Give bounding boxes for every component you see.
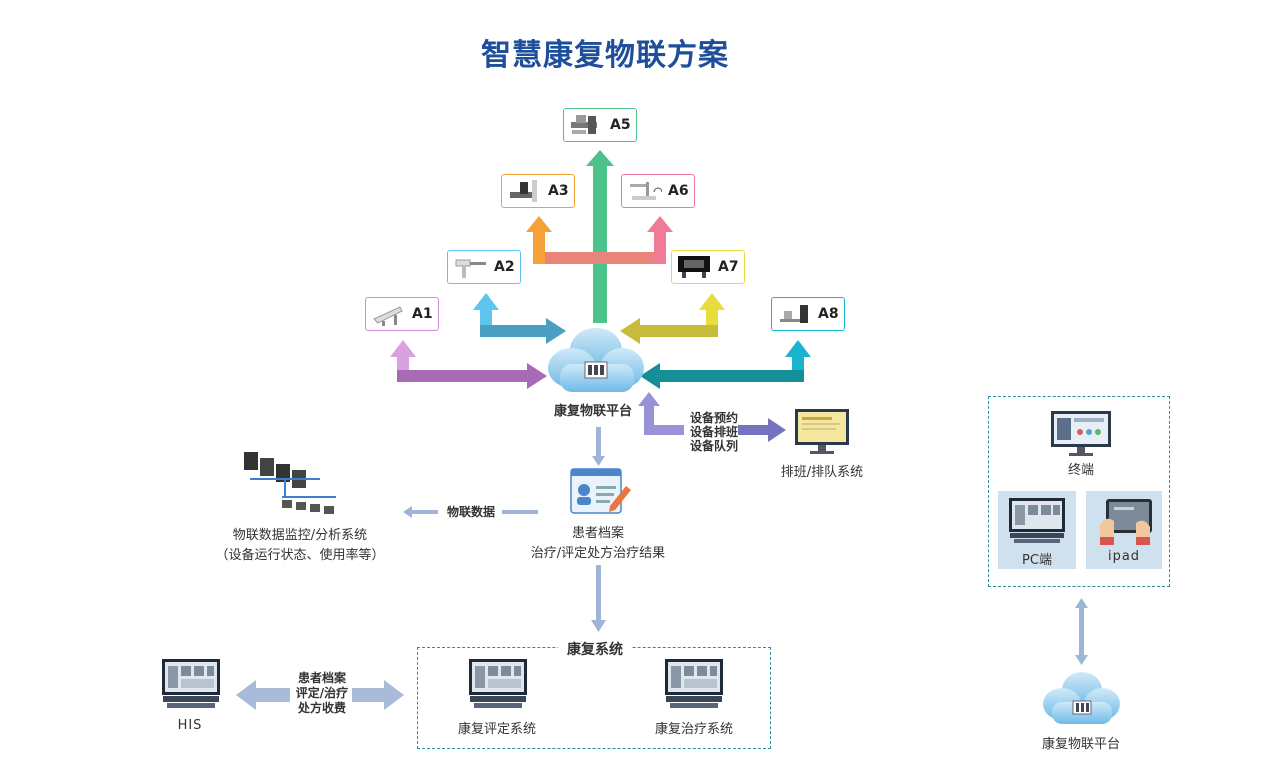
pc-tile[interactable]: PC端	[998, 491, 1076, 569]
schedule-system-label: 排班/排队系统	[780, 465, 864, 480]
tablet-icon	[1100, 499, 1152, 545]
computer-icon	[1009, 498, 1065, 543]
patient-archive-icon	[570, 468, 631, 514]
terminal-monitor-icon	[1051, 411, 1111, 456]
monitor-icon	[795, 409, 849, 454]
schedule-item-shift: 设备排班	[689, 425, 738, 439]
device-label: A5	[610, 117, 631, 133]
cloud-platform-icon	[1043, 672, 1120, 724]
device-a6[interactable]: A6	[621, 174, 695, 208]
device-label: A3	[548, 183, 569, 199]
computer-icon	[469, 659, 527, 708]
archive-title: 患者档案	[571, 526, 624, 541]
his-label: HIS	[177, 718, 203, 733]
his-flow-eval: 评定/治疗	[295, 686, 349, 700]
device-a2[interactable]: A2	[447, 250, 521, 284]
device-a3[interactable]: A3	[501, 174, 575, 208]
his-flow-archive: 患者档案	[297, 671, 346, 685]
arrow-a5	[586, 150, 614, 323]
arrow-his-rehab	[236, 680, 404, 710]
terminal-label: 终端	[1067, 463, 1094, 478]
ipad-tile[interactable]: ipad	[1086, 491, 1162, 569]
arrow-a7	[620, 293, 725, 344]
device-a5[interactable]: A5	[563, 108, 637, 142]
his-flow-fee: 处方收费	[297, 701, 346, 715]
arrow-terminal-platform	[1075, 598, 1088, 665]
page-title: 智慧康复物联方案	[481, 38, 729, 73]
iot-data-arrow-label: 物联数据	[446, 505, 495, 519]
network-servers-icon	[244, 452, 336, 514]
rehab-device-icon	[676, 254, 712, 280]
arrow-a1	[390, 340, 547, 389]
platform-label: 康复物联平台	[553, 404, 632, 419]
arrow-a8	[640, 340, 811, 389]
device-label: A8	[818, 306, 839, 322]
rehab-device-icon	[452, 254, 488, 280]
arrow-platform-archive	[592, 427, 605, 466]
computer-icon	[162, 659, 220, 708]
pc-label: PC端	[1022, 553, 1052, 568]
device-label: A6	[668, 183, 689, 199]
iot-monitor-subtitle: （设备运行状态、使用率等）	[215, 548, 385, 563]
rehab-device-icon	[506, 178, 542, 204]
rehab-eval-label: 康复评定系统	[457, 722, 536, 737]
cloud-platform-icon	[548, 328, 644, 392]
rehab-device-icon	[568, 112, 604, 138]
ipad-label: ipad	[1107, 549, 1141, 564]
device-a1[interactable]: A1	[365, 297, 439, 331]
rehab-treat-label: 康复治疗系统	[654, 722, 733, 737]
schedule-items: 设备预约 设备排班 设备队列	[686, 411, 742, 453]
archive-subtitle: 治疗/评定处方治疗结果	[530, 546, 666, 561]
schedule-item-reserve: 设备预约	[689, 411, 738, 425]
device-label: A7	[718, 259, 739, 275]
device-a8[interactable]: A8	[771, 297, 845, 331]
arrow-a3-a6	[526, 216, 673, 264]
device-label: A2	[494, 259, 515, 275]
computer-icon	[665, 659, 723, 708]
his-flow-labels: 患者档案 评定/治疗 处方收费	[286, 671, 358, 716]
arrow-archive-rehab	[591, 565, 606, 632]
terminal-box	[988, 396, 1170, 587]
rehab-system-title: 康复系统	[558, 639, 632, 659]
iot-monitor-title: 物联数据监控/分析系统	[232, 528, 368, 543]
terminal-platform-label: 康复物联平台	[1041, 737, 1120, 752]
device-label: A1	[412, 306, 433, 322]
rehab-device-icon	[626, 178, 663, 204]
arrow-a2	[473, 293, 566, 344]
rehab-device-icon	[370, 301, 406, 327]
schedule-item-queue: 设备队列	[689, 439, 738, 453]
rehab-device-icon	[776, 301, 812, 327]
arrow-schedule	[638, 392, 786, 442]
device-a7[interactable]: A7	[671, 250, 745, 284]
arrow-iot-data	[403, 506, 538, 518]
